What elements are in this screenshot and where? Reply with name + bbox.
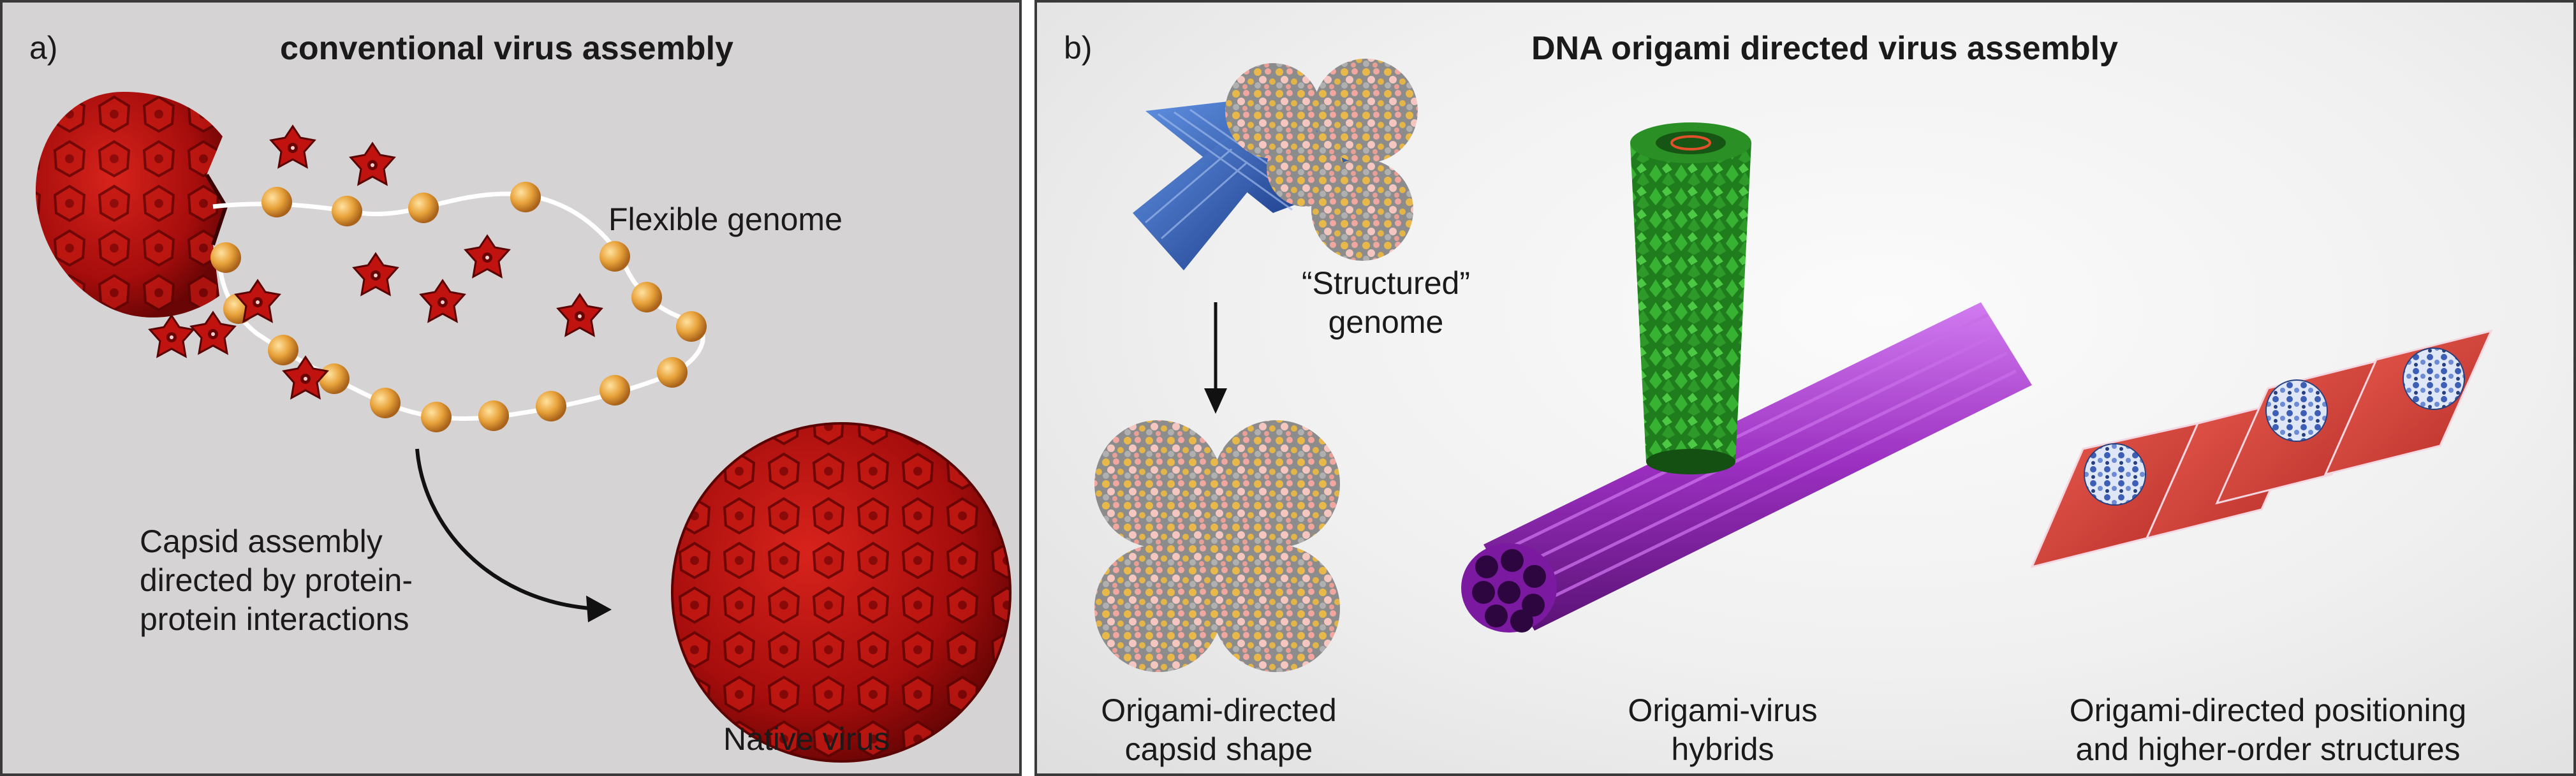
assembly-description: Capsid assembly directed by protein- pro… (140, 522, 413, 639)
flexible-genome-label: Flexible genome (608, 201, 843, 237)
assembly-text-line-2: directed by protein- (140, 562, 413, 598)
down-arrow (1204, 302, 1227, 414)
caption-capsid-shape-line-2: capsid shape (1124, 731, 1313, 767)
origami-bundle (1461, 302, 2032, 633)
panel-b-letter: b) (1064, 30, 1093, 66)
panel-a-title: conventional virus assembly (280, 30, 733, 67)
structured-genome-line-2: genome (1328, 304, 1444, 340)
panel-b-illustration (1094, 59, 2493, 672)
caption-positioning: Origami-directed positioning and higher-… (2038, 691, 2498, 769)
assembly-text-line-1: Capsid assembly (140, 523, 383, 559)
assembly-text-line-3: protein interactions (140, 601, 409, 637)
tube-virus (1630, 122, 1751, 474)
caption-positioning-line-2: and higher-order structures (2075, 731, 2461, 767)
panel-a: a) conventional virus assembly Flexible … (0, 0, 1022, 776)
caption-capsid-shape: Origami-directed capsid shape (1091, 691, 1346, 769)
assembly-arrow (415, 448, 612, 622)
panel-b: b) DNA origami directed virus assembly “… (1034, 0, 2576, 776)
panel-a-letter: a) (29, 30, 58, 66)
origami-directed-capsid-cluster (1094, 420, 1340, 672)
panel-b-title: DNA origami directed virus assembly (1531, 30, 2118, 67)
capsid-clusters-top (1225, 59, 1418, 261)
broken-capsid (35, 92, 228, 318)
caption-virus-hybrids-line-1: Origami-virus (1628, 692, 1818, 728)
panel-a-illustration (35, 92, 1012, 763)
structured-genome-label: “Structured” genome (1302, 264, 1470, 342)
caption-capsid-shape-line-1: Origami-directed (1101, 692, 1337, 728)
virus-spheres-on-tiles (2084, 348, 2465, 506)
genome-beads (210, 182, 707, 432)
caption-virus-hybrids: Origami-virus hybrids (1608, 691, 1837, 769)
native-virus-capsid (671, 422, 1012, 763)
caption-positioning-line-1: Origami-directed positioning (2069, 692, 2467, 728)
bundle-end-cap (1461, 543, 1557, 633)
native-virus-label: Native virus (723, 721, 890, 757)
structured-genome-line-1: “Structured” (1302, 265, 1470, 301)
caption-virus-hybrids-line-2: hybrids (1671, 731, 1774, 767)
